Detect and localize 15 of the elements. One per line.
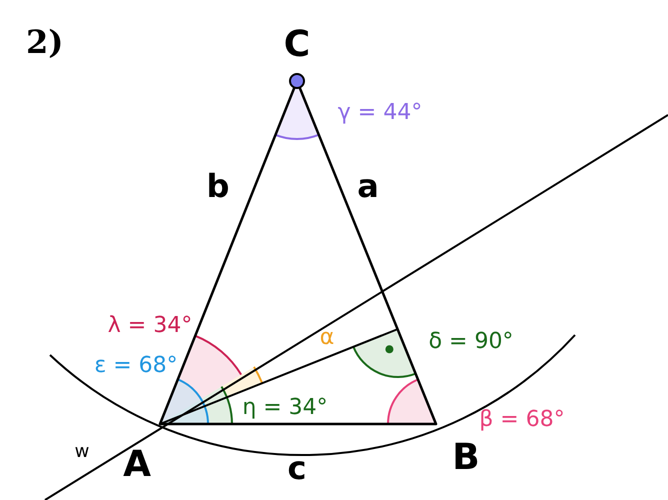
- angle-label: ε = 68°: [94, 355, 178, 377]
- vertex-label: A: [123, 447, 151, 483]
- angle-label: α: [320, 327, 334, 349]
- vertex-label: C: [284, 27, 310, 63]
- line-label: w: [74, 443, 90, 461]
- vertex-label: B: [452, 440, 480, 476]
- task-number: 2): [26, 26, 64, 58]
- side-label: a: [357, 170, 379, 202]
- angle-label: γ = 44°: [338, 102, 422, 124]
- side-label: c: [288, 452, 306, 484]
- angle-label: η = 34°: [242, 397, 328, 419]
- side-label: b: [206, 170, 230, 202]
- angle-label: β = 68°: [479, 409, 565, 431]
- angle-label: λ = 34°: [108, 315, 192, 337]
- angle-label: δ = 90°: [428, 331, 514, 353]
